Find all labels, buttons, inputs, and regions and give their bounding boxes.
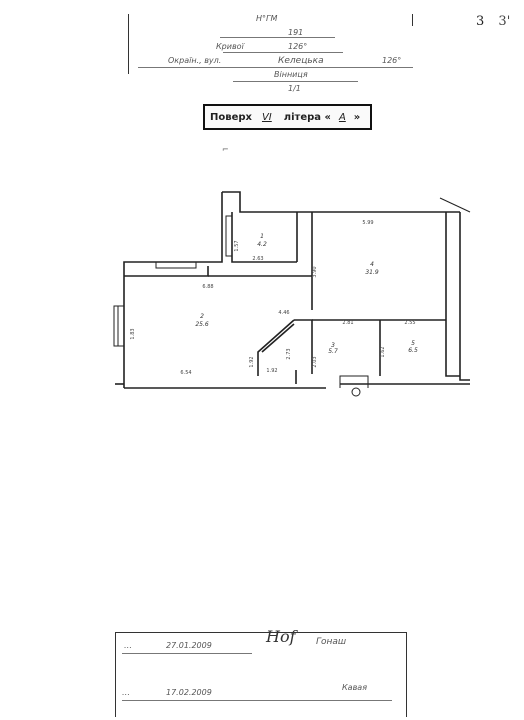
dim-room4-height: 3.90 xyxy=(312,266,318,277)
room-1-area: 4.2 xyxy=(257,241,267,248)
stamp-city: Вінниця xyxy=(274,70,308,79)
room-4-number: 4 xyxy=(370,261,374,268)
room-3-number: 3 xyxy=(331,342,335,349)
plan-walls xyxy=(115,191,470,389)
signature-mark: Hof xyxy=(266,627,296,646)
dim-door-2: 2.03 xyxy=(312,356,318,367)
floor-label-suffix: » xyxy=(353,111,361,123)
north-mark: ⌐ xyxy=(222,145,229,154)
stamp-line1: Н°ГМ xyxy=(256,14,278,23)
dim-room2-height: 1.83 xyxy=(130,328,136,339)
bottom-date1: 27.01.2009 xyxy=(166,641,212,650)
bottom-date2-label: … xyxy=(122,688,130,697)
dim-room1-width: 2.63 xyxy=(252,256,263,262)
dim-room5-width: 2.55 xyxy=(404,320,415,326)
dim-diagonal: 4.46 xyxy=(278,310,289,316)
floor-letter-value: А xyxy=(338,111,346,123)
bottom-name2: Кавая xyxy=(342,683,368,692)
stamp-street-number: 126° xyxy=(382,56,402,65)
stamp-line3-prefix: Кривої xyxy=(216,42,244,51)
dim-corridor-width: 2.81 xyxy=(342,320,353,326)
dim-room2-width: 6.88 xyxy=(202,284,213,290)
dim-passage-height: 2.73 xyxy=(286,348,292,359)
bottom-date2: 17.02.2009 xyxy=(166,688,212,697)
dim-room4-width: 5.99 xyxy=(362,220,373,226)
page-number-mark: 3' xyxy=(498,14,511,29)
room-3-area: 5.7 xyxy=(328,348,338,355)
floor-letter-prefix: літера « xyxy=(283,111,331,123)
plan-windows xyxy=(113,197,471,397)
room-4-area: 31.9 xyxy=(365,269,379,276)
room-5-area: 6.5 xyxy=(408,347,418,354)
floor-value: VI xyxy=(261,111,272,123)
stamp-line2: 191 xyxy=(288,28,304,37)
stamp-street-prefix: Окраїн., вул. xyxy=(168,56,222,65)
dim-room1-height: 1.57 xyxy=(234,240,240,251)
room-1-number: 1 xyxy=(260,233,264,240)
room-5-number: 5 xyxy=(411,340,415,347)
floor-label-prefix: Поверх xyxy=(210,111,252,123)
floor-label-box: Поверх VI літера « А » xyxy=(203,104,372,130)
bottom-signature: Гонаш xyxy=(316,637,347,647)
room-2-number: 2 xyxy=(200,313,204,320)
dim-door-1: 1.92 xyxy=(249,356,255,367)
bottom-date1-label: … xyxy=(124,641,132,650)
page-number: 3 3' xyxy=(476,14,510,29)
stamp-line6: 1/1 xyxy=(288,84,301,93)
page-number-text: 3 xyxy=(476,14,485,29)
bottom-stamp: … 27.01.2009 Hof Гонаш … 17.02.2009 Кава… xyxy=(115,627,407,717)
stamp-line3-value: 126° xyxy=(288,42,308,51)
dim-passage-width: 1.92 xyxy=(266,368,277,374)
dim-room2-bottom: 6.54 xyxy=(180,370,191,376)
dim-room5-height: 1.62 xyxy=(380,346,386,357)
stamp-street-value: Келецька xyxy=(278,56,324,66)
title-stamp: Н°ГМ 191 Кривої 126° Окраїн., вул. Келец… xyxy=(128,14,416,98)
room-2-area: 25.6 xyxy=(195,321,209,328)
